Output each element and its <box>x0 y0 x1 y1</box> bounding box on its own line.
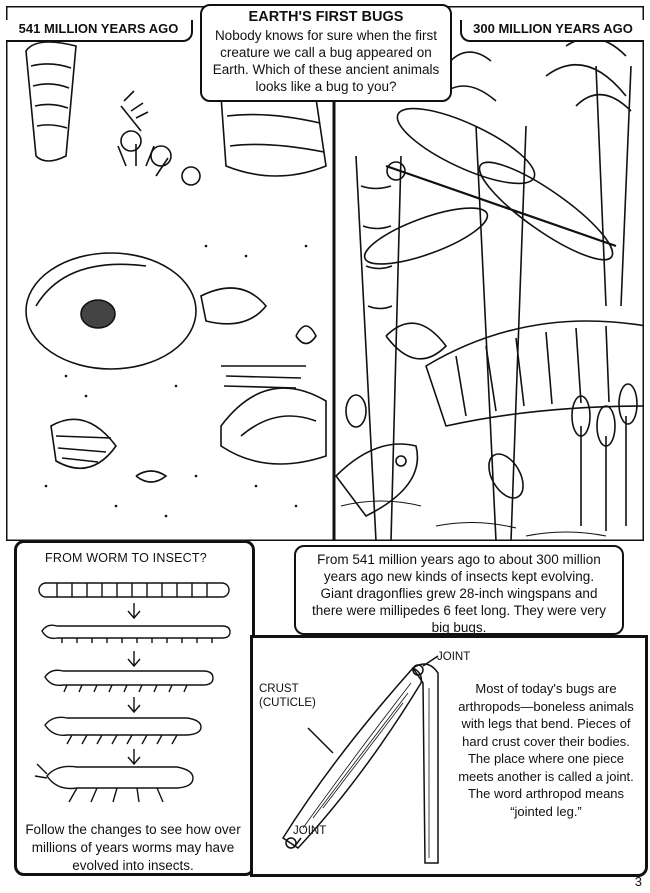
arrow-down-icon <box>127 603 141 620</box>
arrow-down-icon <box>127 749 141 766</box>
crust-label: CRUST (CUTICLE) <box>259 683 316 709</box>
worm-panel-caption: Follow the changes to see how over milli… <box>25 822 241 873</box>
joint-top-marker <box>412 664 424 676</box>
carboniferous-forest <box>334 37 644 541</box>
page-number: 3 <box>634 874 642 889</box>
leg-segment-upper <box>281 667 423 849</box>
era-label-541: 541 MILLION YEARS AGO <box>6 20 193 42</box>
leg-segment-lower <box>411 663 439 864</box>
worm-stage-2 <box>41 624 231 640</box>
era-label-541-text: 541 MILLION YEARS AGO <box>18 21 179 36</box>
cambrian-sea-creatures <box>25 21 327 518</box>
worm-evolution-sequence <box>34 582 231 803</box>
worm-stage-4 <box>44 716 202 736</box>
arrow-down-icon <box>127 697 141 714</box>
evolution-note-text: From 541 million years ago to about 300 … <box>312 552 606 635</box>
joint-bottom-marker <box>285 837 297 849</box>
evolution-note: From 541 million years ago to about 300 … <box>294 545 624 635</box>
joint-top-pointer <box>422 655 439 667</box>
worm-stage-3 <box>44 669 214 687</box>
intro-body: Nobody knows for sure when the first cre… <box>212 28 440 94</box>
intro-callout: EARTH'S FIRST BUGS Nobody knows for sure… <box>200 4 452 102</box>
worm-stage-1 <box>38 582 230 598</box>
era-label-300: 300 MILLION YEARS AGO <box>460 20 644 42</box>
worm-stage-5 <box>46 765 194 790</box>
jointed-leg-illustration <box>281 655 439 864</box>
joint-bottom-pointer <box>294 837 302 847</box>
crust-pointer <box>307 727 334 754</box>
joint-bottom-label: JOINT <box>293 825 327 837</box>
intro-title: EARTH'S FIRST BUGS <box>248 9 404 25</box>
jointed-leg-panel: JOINT CRUST (CUTICLE) JOINT Most of toda… <box>250 635 648 877</box>
arrow-down-icon <box>127 651 141 668</box>
era-label-300-text: 300 MILLION YEARS AGO <box>473 21 633 36</box>
worm-panel-title: FROM WORM TO INSECT? <box>45 551 207 565</box>
joint-top-label: JOINT <box>437 651 471 663</box>
worm-to-insect-panel: FROM WORM TO INSECT? Follow the cha <box>14 540 255 876</box>
arthropod-explanation: Most of today's bugs are arthropods—bone… <box>458 681 634 819</box>
